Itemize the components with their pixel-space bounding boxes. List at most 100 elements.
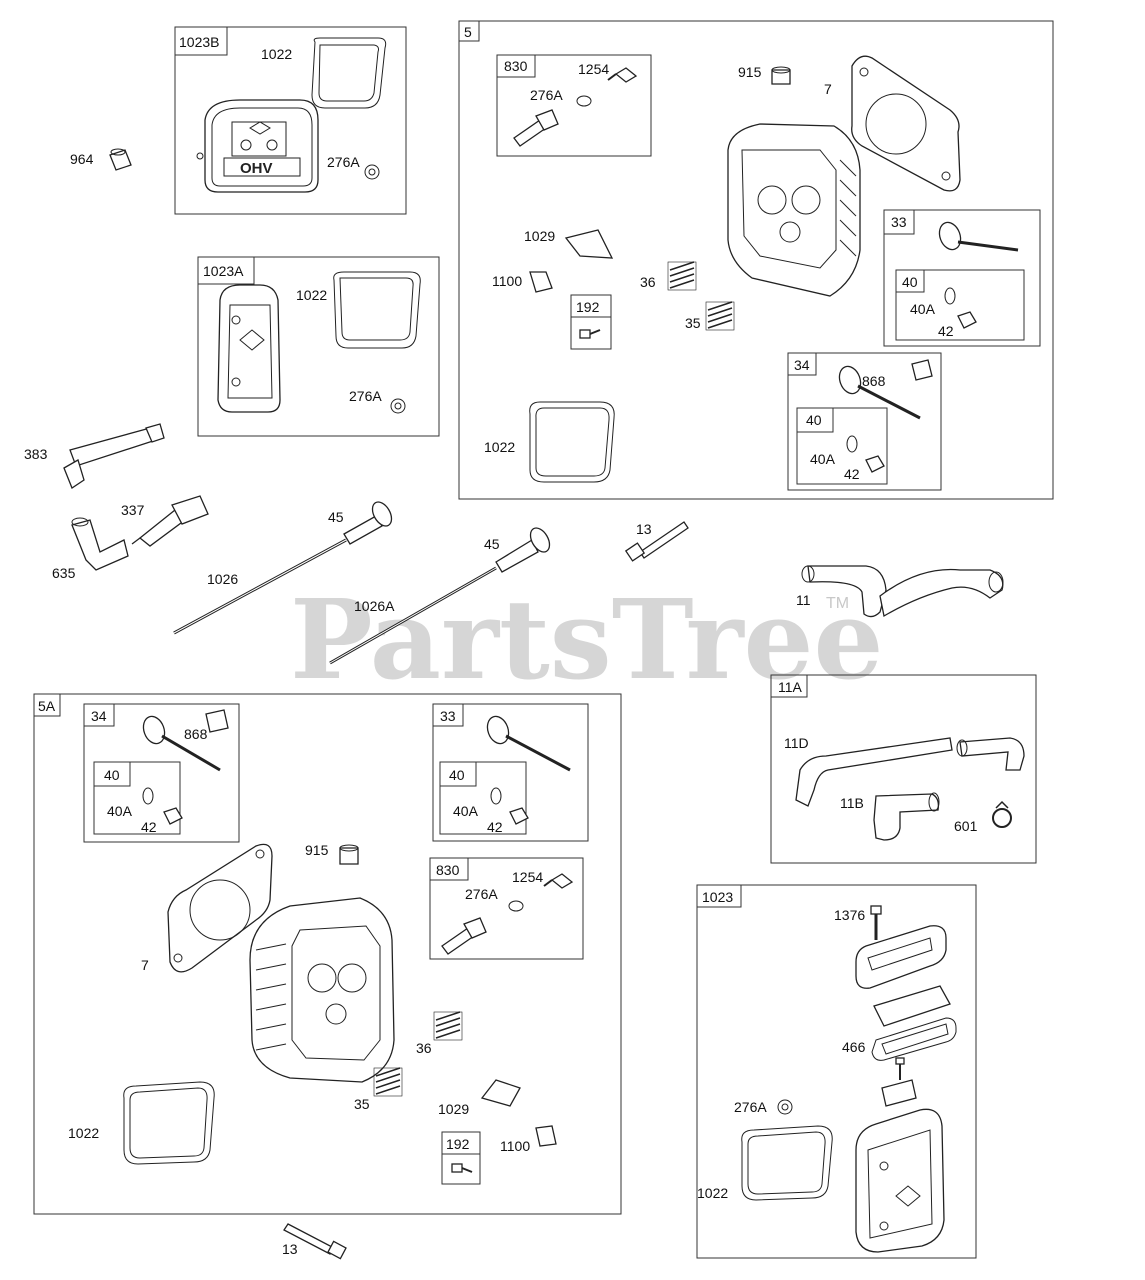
elbow-hose-shape (873, 792, 940, 841)
part-label: 42 (141, 819, 157, 835)
part-label: 915 (305, 842, 329, 858)
group-tag: 40 (902, 274, 918, 290)
screw-shape (870, 905, 882, 940)
group-tag: 1023B (179, 34, 219, 50)
part-label: 276A (465, 886, 498, 902)
valve-shape (486, 715, 571, 772)
rocker-stud-shape (513, 109, 559, 147)
part-label: 42 (844, 466, 860, 482)
group-tag: 1023 (702, 889, 733, 905)
part-label: 1100 (500, 1138, 530, 1154)
seal-shape (911, 359, 933, 381)
spring-shape (667, 261, 697, 291)
tappet-shape (343, 501, 393, 545)
part-label: 11D (784, 735, 809, 751)
group-1023a: 1023A 1022 276A (197, 256, 440, 437)
tappet-shape (495, 527, 551, 573)
group-tag: 34 (91, 708, 107, 724)
part-label-1026: 1026 (207, 571, 238, 587)
group-tag: 40 (806, 412, 822, 428)
valve-shape (142, 715, 221, 772)
breather-plate-shape (881, 1079, 917, 1107)
part-label: 35 (685, 315, 701, 331)
part-label: 42 (487, 819, 503, 835)
keeper-shape (957, 311, 977, 329)
seal-shape (205, 709, 229, 733)
valve-cover-shape (855, 1108, 945, 1253)
part-label-45: 45 (484, 536, 500, 552)
spark-plug-boot-shape (71, 517, 129, 571)
hose-clamp-shape (992, 800, 1012, 828)
part-label: 1254 (578, 61, 609, 77)
part-label-964: 964 (70, 151, 94, 167)
part-label: 40A (910, 301, 936, 317)
part-label: 1029 (438, 1101, 469, 1117)
part-label-45: 45 (328, 509, 344, 525)
group-1023b: 1023B 1022 276A OHV (174, 26, 407, 215)
keeper-shape (163, 807, 183, 825)
keeper-shape (865, 455, 885, 473)
breather-gasket-shape (871, 1017, 957, 1061)
gasket-1023a-visible (333, 256, 420, 292)
head-gasket-shape (851, 55, 961, 192)
gasket-1023a-drawn (335, 256, 419, 292)
part-label: 276A (349, 388, 382, 404)
valve-shape (938, 221, 1019, 252)
cylinder-head-shape (727, 123, 861, 297)
part-label: 40A (810, 451, 836, 467)
group-tag: 830 (436, 862, 460, 878)
group-5: 5 830 1254 276A 915 7 (458, 20, 1054, 500)
breather-hose-shape (795, 737, 1025, 807)
gasket-shape (529, 401, 615, 483)
group-tag: 33 (440, 708, 456, 724)
part-label: 36 (416, 1040, 432, 1056)
part-label: 36 (640, 274, 656, 290)
part-label-635: 635 (52, 565, 76, 581)
screw-shape (451, 1163, 473, 1173)
gasket-shape (123, 1081, 215, 1165)
valve-cover-shape: OHV (196, 99, 319, 193)
gasket-1023a-shape (335, 256, 419, 290)
part-label: 1100 (492, 273, 522, 289)
gasket-1023a-part (333, 271, 421, 349)
group-tag: 192 (576, 299, 600, 315)
group-tag: 34 (794, 357, 810, 373)
part-label: 276A (327, 154, 360, 170)
part-label: 7 (141, 957, 149, 973)
group-tag: 5 (464, 24, 472, 40)
group-tag: 192 (446, 1136, 470, 1152)
bolt-shape (624, 521, 689, 562)
washer-shape (777, 1099, 793, 1115)
bolt-shape (283, 1223, 347, 1260)
part-label: 1022 (261, 46, 292, 62)
group-tag: 5A (38, 698, 56, 714)
spark-plug-shape (131, 495, 209, 547)
part-label: 35 (354, 1096, 370, 1112)
retainer-shape (944, 287, 956, 305)
ohv-text: OHV (240, 160, 273, 177)
retainer-shape (142, 787, 154, 805)
pivot-shape (529, 271, 553, 293)
watermark: PartsTree (290, 575, 884, 704)
part-label: 868 (862, 373, 886, 389)
rocker-stud-shape (441, 917, 487, 955)
keeper-shape (509, 807, 529, 825)
breather-tube-shape (801, 565, 1004, 618)
gasket-shape (741, 1125, 833, 1201)
breather-filter-shape (873, 985, 951, 1027)
group-1023: 1023 1376 466 276A (696, 884, 977, 1259)
part-label-1026a: 1026A (354, 598, 395, 614)
head-gasket-shape (167, 843, 273, 973)
spring-shape (373, 1067, 403, 1097)
group-tag: 40 (449, 767, 465, 783)
part-label: 1254 (512, 869, 543, 885)
breather-cover-shape (855, 925, 947, 989)
spring-shape (705, 301, 735, 331)
retainer-shape (490, 787, 502, 805)
washer-shape (390, 398, 406, 414)
pivot-shape (535, 1125, 557, 1147)
gasket-1023a-visible-outline (336, 257, 420, 289)
gasket-outline (336, 257, 419, 289)
watermark-trademark: TM (826, 595, 849, 612)
